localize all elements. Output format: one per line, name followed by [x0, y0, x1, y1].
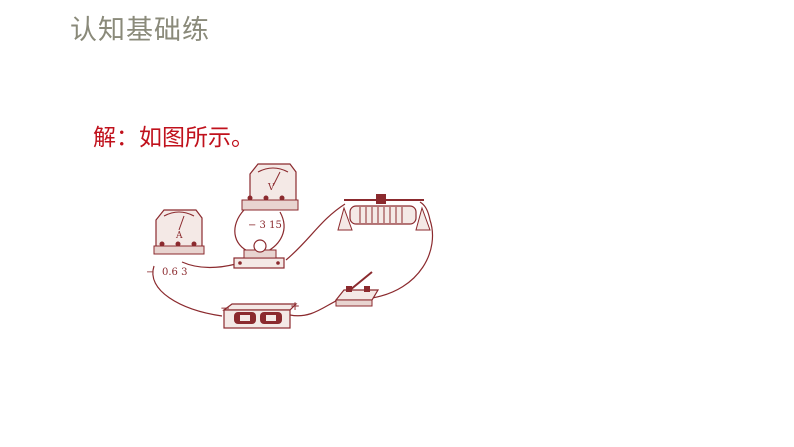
battery-plus: +: [290, 299, 300, 313]
battery-minus: −: [220, 301, 230, 315]
ammeter-minus: −: [146, 267, 154, 278]
ammeter-terminals: 0.6 3: [162, 267, 187, 278]
voltmeter-terminals: − 3 15: [248, 220, 282, 231]
ammeter: A 0.6 3 −: [146, 209, 205, 278]
circuit-wires: [152, 201, 434, 317]
rheostat: [337, 194, 431, 231]
voltmeter-symbol: V: [267, 183, 275, 193]
ammeter-symbol: A: [175, 231, 183, 241]
answer-statement: 解：如图所示。: [93, 125, 254, 151]
switch: [334, 271, 380, 307]
voltmeter: V − 3 15: [241, 163, 299, 231]
lamp: [233, 239, 285, 269]
circuit-diagram: A 0.6 3 − V − 3 15: [146, 163, 434, 329]
section-title: 认知基础练: [70, 15, 210, 46]
battery: − +: [220, 299, 300, 329]
